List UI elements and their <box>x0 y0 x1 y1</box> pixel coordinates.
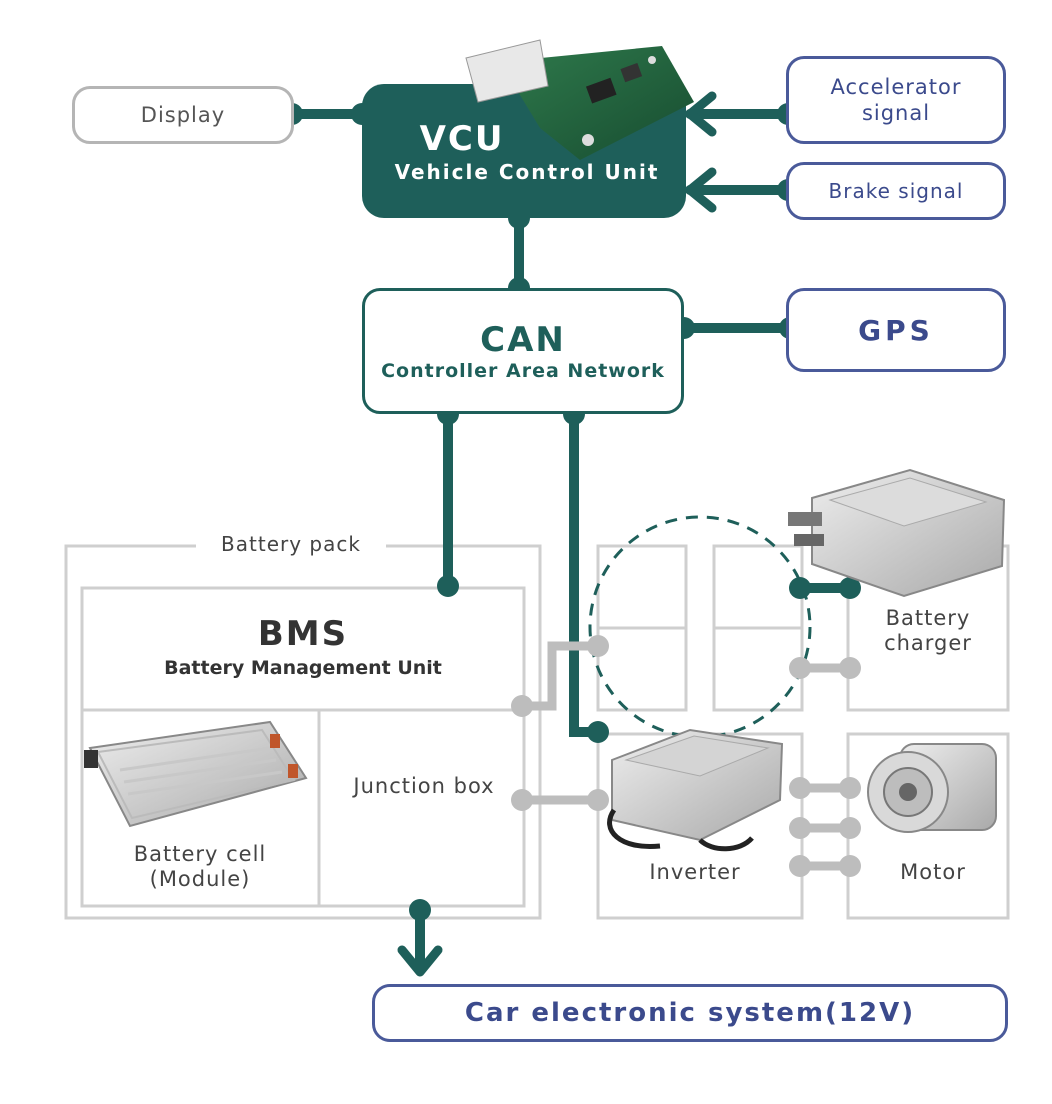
display-label: Display <box>140 103 226 127</box>
inverter-image <box>607 728 784 852</box>
bms-subtitle: Battery Management Unit <box>164 657 442 679</box>
battery-pack-label: Battery pack <box>196 532 386 557</box>
motor-label: Motor <box>900 860 966 884</box>
can-title: CAN <box>480 320 566 360</box>
battery-cell-label: Battery cell (Module) <box>133 842 267 891</box>
motor-image <box>867 743 997 833</box>
inverter-label: Inverter <box>649 860 741 884</box>
car-electronic-system-label: Car electronic system(12V) <box>464 998 916 1028</box>
cell-b <box>596 626 688 712</box>
battery-pack-inner <box>80 586 526 908</box>
display-box: Display <box>72 86 294 144</box>
can-box: CAN Controller Area Network <box>362 288 684 414</box>
battery-cell-image <box>84 720 308 828</box>
junction-box-label: Junction box <box>353 774 495 798</box>
gps-box: GPS <box>786 288 1006 372</box>
car-electronic-system-box: Car electronic system(12V) <box>372 984 1008 1042</box>
brake-signal-box: Brake signal <box>786 162 1006 220</box>
vcu-circuit-board-image <box>465 39 694 160</box>
vcu-title: VCU <box>419 119 505 159</box>
battery-charger-label: Battery charger <box>884 606 972 655</box>
gps-label: GPS <box>858 313 934 347</box>
bms-title: BMS <box>257 614 349 654</box>
brake-signal-label: Brake signal <box>828 179 964 203</box>
cell-a <box>596 544 688 630</box>
accelerator-signal-label: Accelerator signal <box>830 75 962 125</box>
battery-charger-image <box>788 468 1006 598</box>
vcu-subtitle: Vehicle Control Unit <box>394 160 660 184</box>
can-subtitle: Controller Area Network <box>381 360 665 382</box>
cell-d <box>712 626 804 712</box>
accelerator-signal-box: Accelerator signal <box>786 56 1006 144</box>
cell-c <box>712 544 804 630</box>
